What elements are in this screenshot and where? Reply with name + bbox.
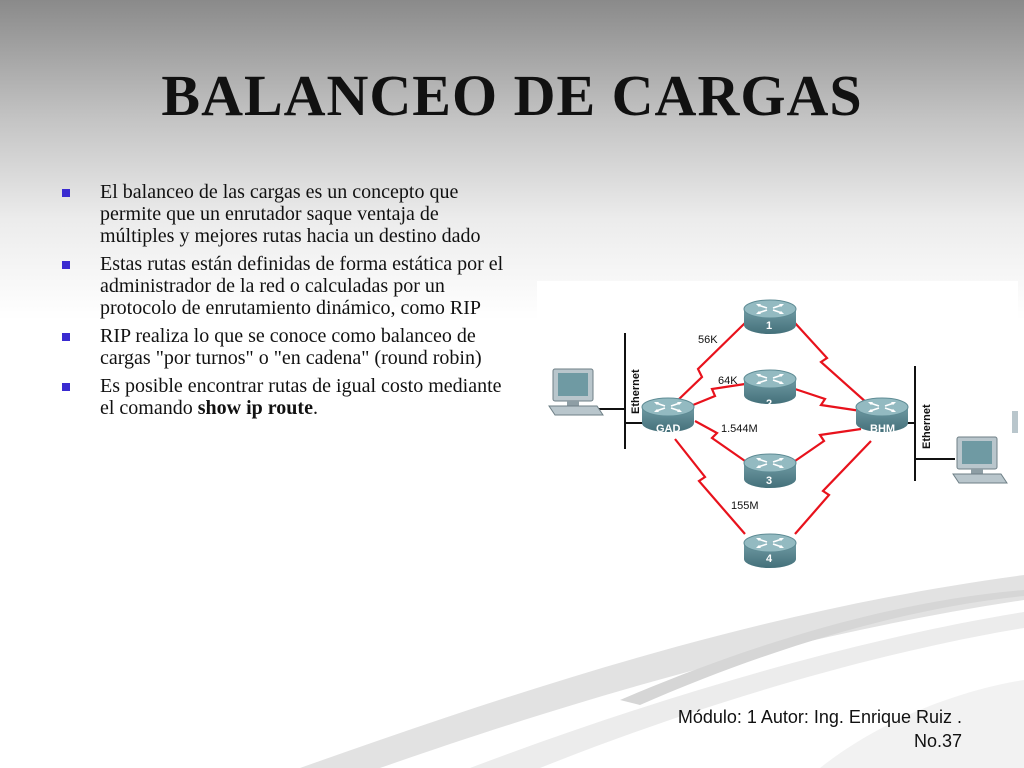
footer-page-number: No.37 xyxy=(913,731,962,751)
bullet-item: RIP realiza lo que se conoce como balanc… xyxy=(62,325,512,369)
serial-link-4-right xyxy=(794,440,872,535)
bullet-item: El balanceo de las cargas es un concepto… xyxy=(62,181,512,247)
serial-link-4-left xyxy=(674,438,746,535)
serial-link-1-left xyxy=(676,322,746,402)
bullet-text: El balanceo de las cargas es un concepto… xyxy=(100,181,481,247)
router-label-1: 1 xyxy=(766,320,772,332)
router-label-2: 2 xyxy=(766,398,772,410)
serial-link-1-right xyxy=(794,322,868,404)
serial-link-2-left xyxy=(692,382,746,407)
serial-link-3-left xyxy=(694,420,746,462)
ethernet-label-left: Ethernet xyxy=(630,369,642,414)
bullet-marker-icon xyxy=(62,189,70,197)
link-label-155m: 155M xyxy=(731,500,759,512)
footer-author: Módulo: 1 Autor: Ing. Enrique Ruiz . xyxy=(677,707,962,727)
router-label-4: 4 xyxy=(766,553,773,565)
link-label-1544m: 1.544M xyxy=(721,423,758,435)
link-label-56k: 56K xyxy=(698,334,718,346)
bullet-text: Estas rutas están definidas de forma est… xyxy=(100,253,504,319)
link-label-64k: 64K xyxy=(718,375,738,387)
bullet-text: RIP realiza lo que se conoce como balanc… xyxy=(100,325,482,369)
bullet-marker-icon xyxy=(62,333,70,341)
router-label-gad: GAD xyxy=(656,423,681,435)
bullet-text-post: . xyxy=(312,397,318,419)
bullet-marker-icon xyxy=(62,261,70,269)
slide-footer: Módulo: 1 Autor: Ing. Enrique Ruiz . No.… xyxy=(602,705,962,753)
bullet-marker-icon xyxy=(62,383,70,391)
router-label-bhm: BHM xyxy=(870,423,895,435)
slide-title: BALANCEO DE CARGAS xyxy=(161,63,863,128)
ethernet-label-right: Ethernet xyxy=(921,404,933,449)
serial-link-3-right xyxy=(794,427,862,462)
bullet-list: El balanceo de las cargas es un concepto… xyxy=(62,181,512,425)
serial-link-2-right xyxy=(794,387,862,413)
router-label-3: 3 xyxy=(766,475,772,487)
bullet-item: Estas rutas están definidas de forma est… xyxy=(62,253,512,319)
command-text: show ip route xyxy=(197,397,313,419)
network-diagram: 1 2 3 4 GAD BHM 56K 64K 1.544M 155M Ethe… xyxy=(537,281,1018,571)
bullet-item: Es posible encontrar rutas de igual cost… xyxy=(62,375,512,419)
bullet-text-pre: Es posible encontrar rutas de igual cost… xyxy=(100,375,502,419)
partial-pc-icon xyxy=(1012,411,1018,433)
